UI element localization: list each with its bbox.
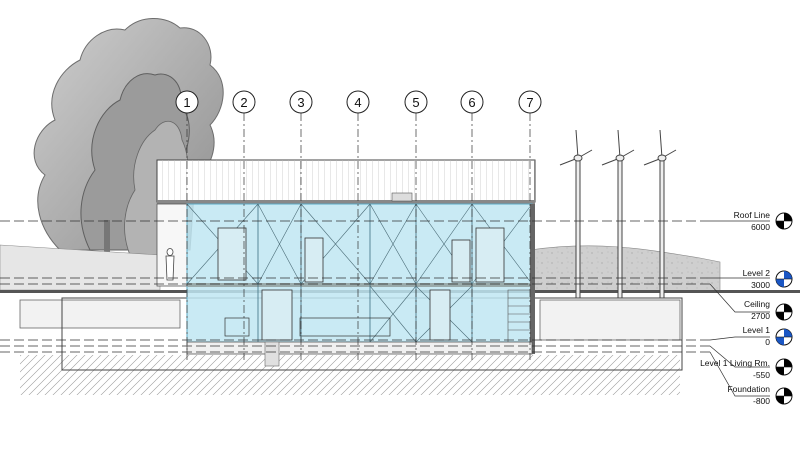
grid-1[interactable]: 1	[175, 90, 199, 360]
terrain	[0, 244, 800, 395]
level-name: Roof Line	[734, 210, 771, 220]
level-name: Level 1 Living Rm.	[700, 358, 770, 368]
level-name: Level 1	[743, 325, 771, 335]
level-marker[interactable]: Level 1 Living Rm. -550	[700, 345, 793, 380]
grid-5[interactable]: 5	[404, 90, 428, 360]
grid-lines: 1 2 3 4 5 6 7	[175, 90, 542, 360]
wind-turbine	[643, 129, 677, 299]
grid-label: 4	[354, 95, 361, 110]
grid-label: 6	[468, 95, 475, 110]
grid-2[interactable]: 2	[232, 90, 256, 360]
level-elevation: 6000	[751, 222, 770, 232]
level-elevation: -800	[753, 396, 770, 406]
level-marker[interactable]: Foundation -800	[709, 351, 793, 406]
building	[156, 159, 536, 367]
wind-turbines	[559, 129, 677, 299]
level-elevation: -550	[753, 370, 770, 380]
wind-turbine	[559, 129, 593, 299]
grid-7[interactable]: 7	[518, 90, 542, 360]
wind-turbine	[601, 129, 635, 299]
level-name: Foundation	[727, 384, 770, 394]
level-marker[interactable]: Level 2 3000	[710, 268, 793, 290]
level-marker[interactable]: Roof Line 6000	[710, 210, 793, 232]
level-name: Level 2	[743, 268, 771, 278]
grid-label: 7	[526, 95, 533, 110]
level-elevation: 2700	[751, 311, 770, 321]
level-elevation: 3000	[751, 280, 770, 290]
level-elevation: 0	[765, 337, 770, 347]
grid-label: 2	[240, 95, 247, 110]
level-name: Ceiling	[744, 299, 770, 309]
level-lines	[0, 220, 710, 353]
level-marker[interactable]: Level 1 0	[709, 325, 793, 347]
grid-4[interactable]: 4	[346, 90, 370, 360]
level-marker[interactable]: Ceiling 2700	[709, 283, 793, 321]
grid-label: 1	[183, 95, 190, 110]
grid-6[interactable]: 6	[460, 90, 484, 360]
grid-label: 5	[412, 95, 419, 110]
grid-3[interactable]: 3	[289, 90, 313, 360]
grid-label: 3	[297, 95, 304, 110]
